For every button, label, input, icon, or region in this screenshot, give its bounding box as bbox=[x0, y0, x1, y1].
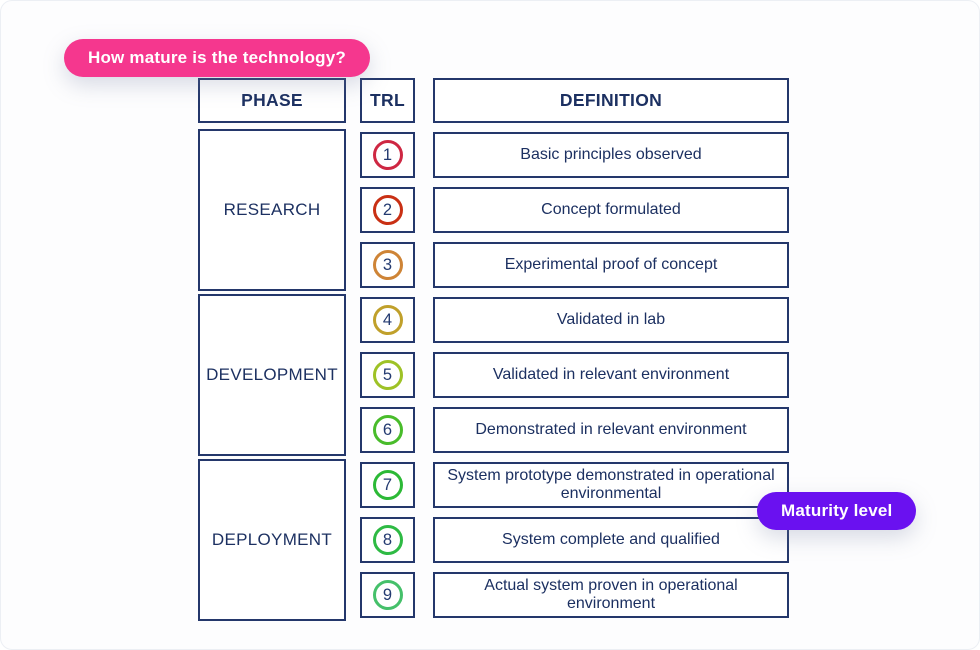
definition-2: Concept formulated bbox=[433, 187, 789, 233]
trl-cell-7: 7 bbox=[360, 462, 415, 508]
definition-1: Basic principles observed bbox=[433, 132, 789, 178]
trl-8-circle: 8 bbox=[372, 525, 403, 555]
phase-column-header: PHASE bbox=[198, 78, 346, 123]
phase-research: RESEARCH bbox=[198, 129, 346, 291]
maturity-level-badge: Maturity level bbox=[757, 492, 917, 530]
trl-cell-4: 4 bbox=[360, 297, 415, 343]
definition-5: Validated in relevant environment bbox=[433, 352, 789, 398]
trl-2-circle: 2 bbox=[372, 195, 403, 225]
definition-4: Validated in lab bbox=[433, 297, 789, 343]
trl-7-circle: 7 bbox=[372, 470, 403, 500]
trl-cell-2: 2 bbox=[360, 187, 415, 233]
definition-9: Actual system proven in operational envi… bbox=[433, 572, 789, 618]
trl-column-header: TRL bbox=[360, 78, 415, 123]
trl-9-circle: 9 bbox=[372, 580, 403, 610]
trl-cell-6: 6 bbox=[360, 407, 415, 453]
trl-6-circle: 6 bbox=[372, 415, 403, 445]
trl-cell-5: 5 bbox=[360, 352, 415, 398]
trl-4-circle: 4 bbox=[372, 305, 403, 335]
trl-cell-1: 1 bbox=[360, 132, 415, 178]
question-badge: How mature is the technology? bbox=[64, 39, 370, 77]
trl-cell-8: 8 bbox=[360, 517, 415, 563]
trl-5-circle: 5 bbox=[372, 360, 403, 390]
definition-column-header: DEFINITION bbox=[433, 78, 789, 123]
trl-3-circle: 3 bbox=[372, 250, 403, 280]
phase-development: DEVELOPMENT bbox=[198, 294, 346, 456]
definition-8: System complete and qualified bbox=[433, 517, 789, 563]
definition-7: System prototype demonstrated in operati… bbox=[433, 462, 789, 508]
trl-1-circle: 1 bbox=[372, 140, 403, 170]
phase-deployment: DEPLOYMENT bbox=[198, 459, 346, 621]
trl-cell-3: 3 bbox=[360, 242, 415, 288]
definition-3: Experimental proof of concept bbox=[433, 242, 789, 288]
trl-cell-9: 9 bbox=[360, 572, 415, 618]
definition-6: Demonstrated in relevant environment bbox=[433, 407, 789, 453]
